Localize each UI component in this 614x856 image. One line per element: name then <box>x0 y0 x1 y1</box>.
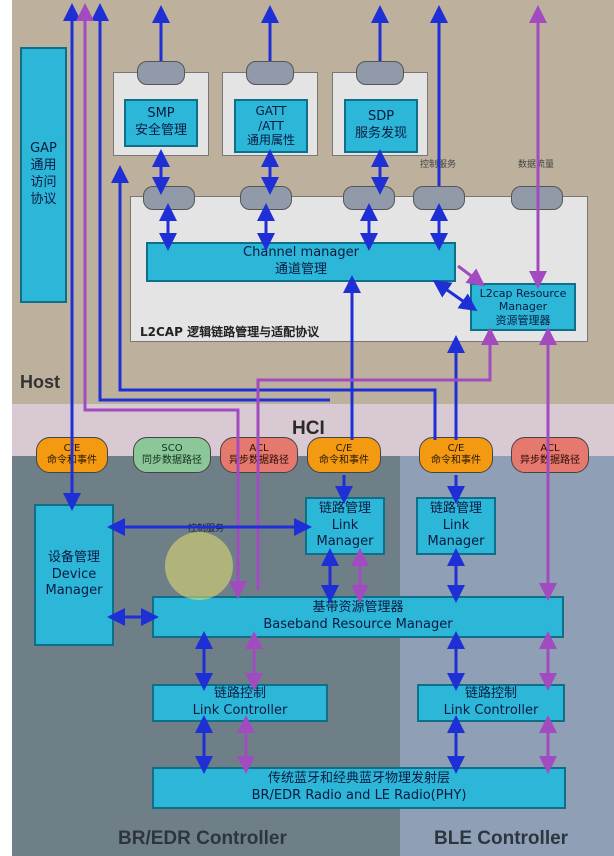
ble-controller-label: BLE Controller <box>434 828 569 849</box>
hci-ce-3-title: C/E <box>447 442 465 454</box>
link-manager-bredr-cn: 链路管理 <box>318 500 371 516</box>
sdp-channel-pill <box>356 61 404 85</box>
baseband-resource-manager-box: 基带资源管理器 Baseband Resource Manager <box>152 596 564 638</box>
link-manager-ble-cn: 链路管理 <box>429 500 482 516</box>
sdp-title: SDP <box>367 109 395 125</box>
channel-manager-subtitle: 通道管理 <box>274 262 327 277</box>
baseband-cn: 基带资源管理器 <box>312 600 404 616</box>
hci-ce-3: C/E 命令和事件 <box>419 437 493 473</box>
hci-ce-2-title: C/E <box>335 442 353 454</box>
hci-label: HCI <box>292 418 325 439</box>
cursor-highlight <box>165 532 233 600</box>
link-manager-bredr-en-1: Link <box>331 517 359 533</box>
link-controller-ble-cn: 链路控制 <box>464 686 517 702</box>
hci-ce-2: C/E 命令和事件 <box>307 437 381 473</box>
radio-cn: 传统蓝牙和经典蓝牙物理发射层 <box>267 771 450 787</box>
hci-ce-2-subtitle: 命令和事件 <box>319 455 369 466</box>
gap-cn-1: 通用 <box>30 158 57 174</box>
link-controller-ble-box: 链路控制 Link Controller <box>417 684 565 722</box>
l2cap-resource-title: L2cap Resource <box>479 287 567 301</box>
arrow-left-blue-route <box>91 3 330 402</box>
l2cap-resource-manager-box: L2cap Resource Manager 资源管理器 <box>470 283 576 331</box>
gatt-channel-pill <box>246 61 294 85</box>
link-controller-bredr-en: Link Controller <box>192 703 288 718</box>
sdp-subtitle: 服务发现 <box>354 126 407 141</box>
gap-cn-3: 协议 <box>30 191 57 207</box>
arrow-sco-route <box>76 3 247 599</box>
l2cap-resource-title-2: Manager <box>498 300 548 314</box>
gatt-subtitle: 通用属性 <box>246 133 295 148</box>
link-manager-bredr-box: 链路管理 Link Manager <box>305 497 385 555</box>
baseband-en: Baseband Resource Manager <box>263 617 453 632</box>
hci-ce-3-subtitle: 命令和事件 <box>431 455 481 466</box>
link-manager-ble-en-1: Link <box>442 517 470 533</box>
host-label: Host <box>20 372 60 392</box>
radio-en: BR/EDR Radio and LE Radio(PHY) <box>251 788 467 803</box>
gap-box: GAP 通用 访问 协议 <box>20 47 67 303</box>
link-manager-bredr-en-2: Manager <box>316 534 374 550</box>
link-manager-ble-en-2: Manager <box>427 534 485 550</box>
gap-title: GAP <box>30 141 57 157</box>
bredr-controller-label: BR/EDR Controller <box>118 828 287 849</box>
gatt-title: GATT <box>255 104 287 119</box>
gatt-title-2: /ATT <box>258 118 284 133</box>
arrow-cm-resource-purple <box>457 264 486 287</box>
arrow-acl1-route <box>256 327 499 590</box>
gap-cn-2: 访问 <box>30 175 57 190</box>
radio-phy-box: 传统蓝牙和经典蓝牙物理发射层 BR/EDR Radio and LE Radio… <box>152 767 566 809</box>
link-controller-ble-en: Link Controller <box>443 703 539 718</box>
l2cap-resource-subtitle: 资源管理器 <box>495 313 551 327</box>
arrow-cm-resource <box>432 279 478 312</box>
